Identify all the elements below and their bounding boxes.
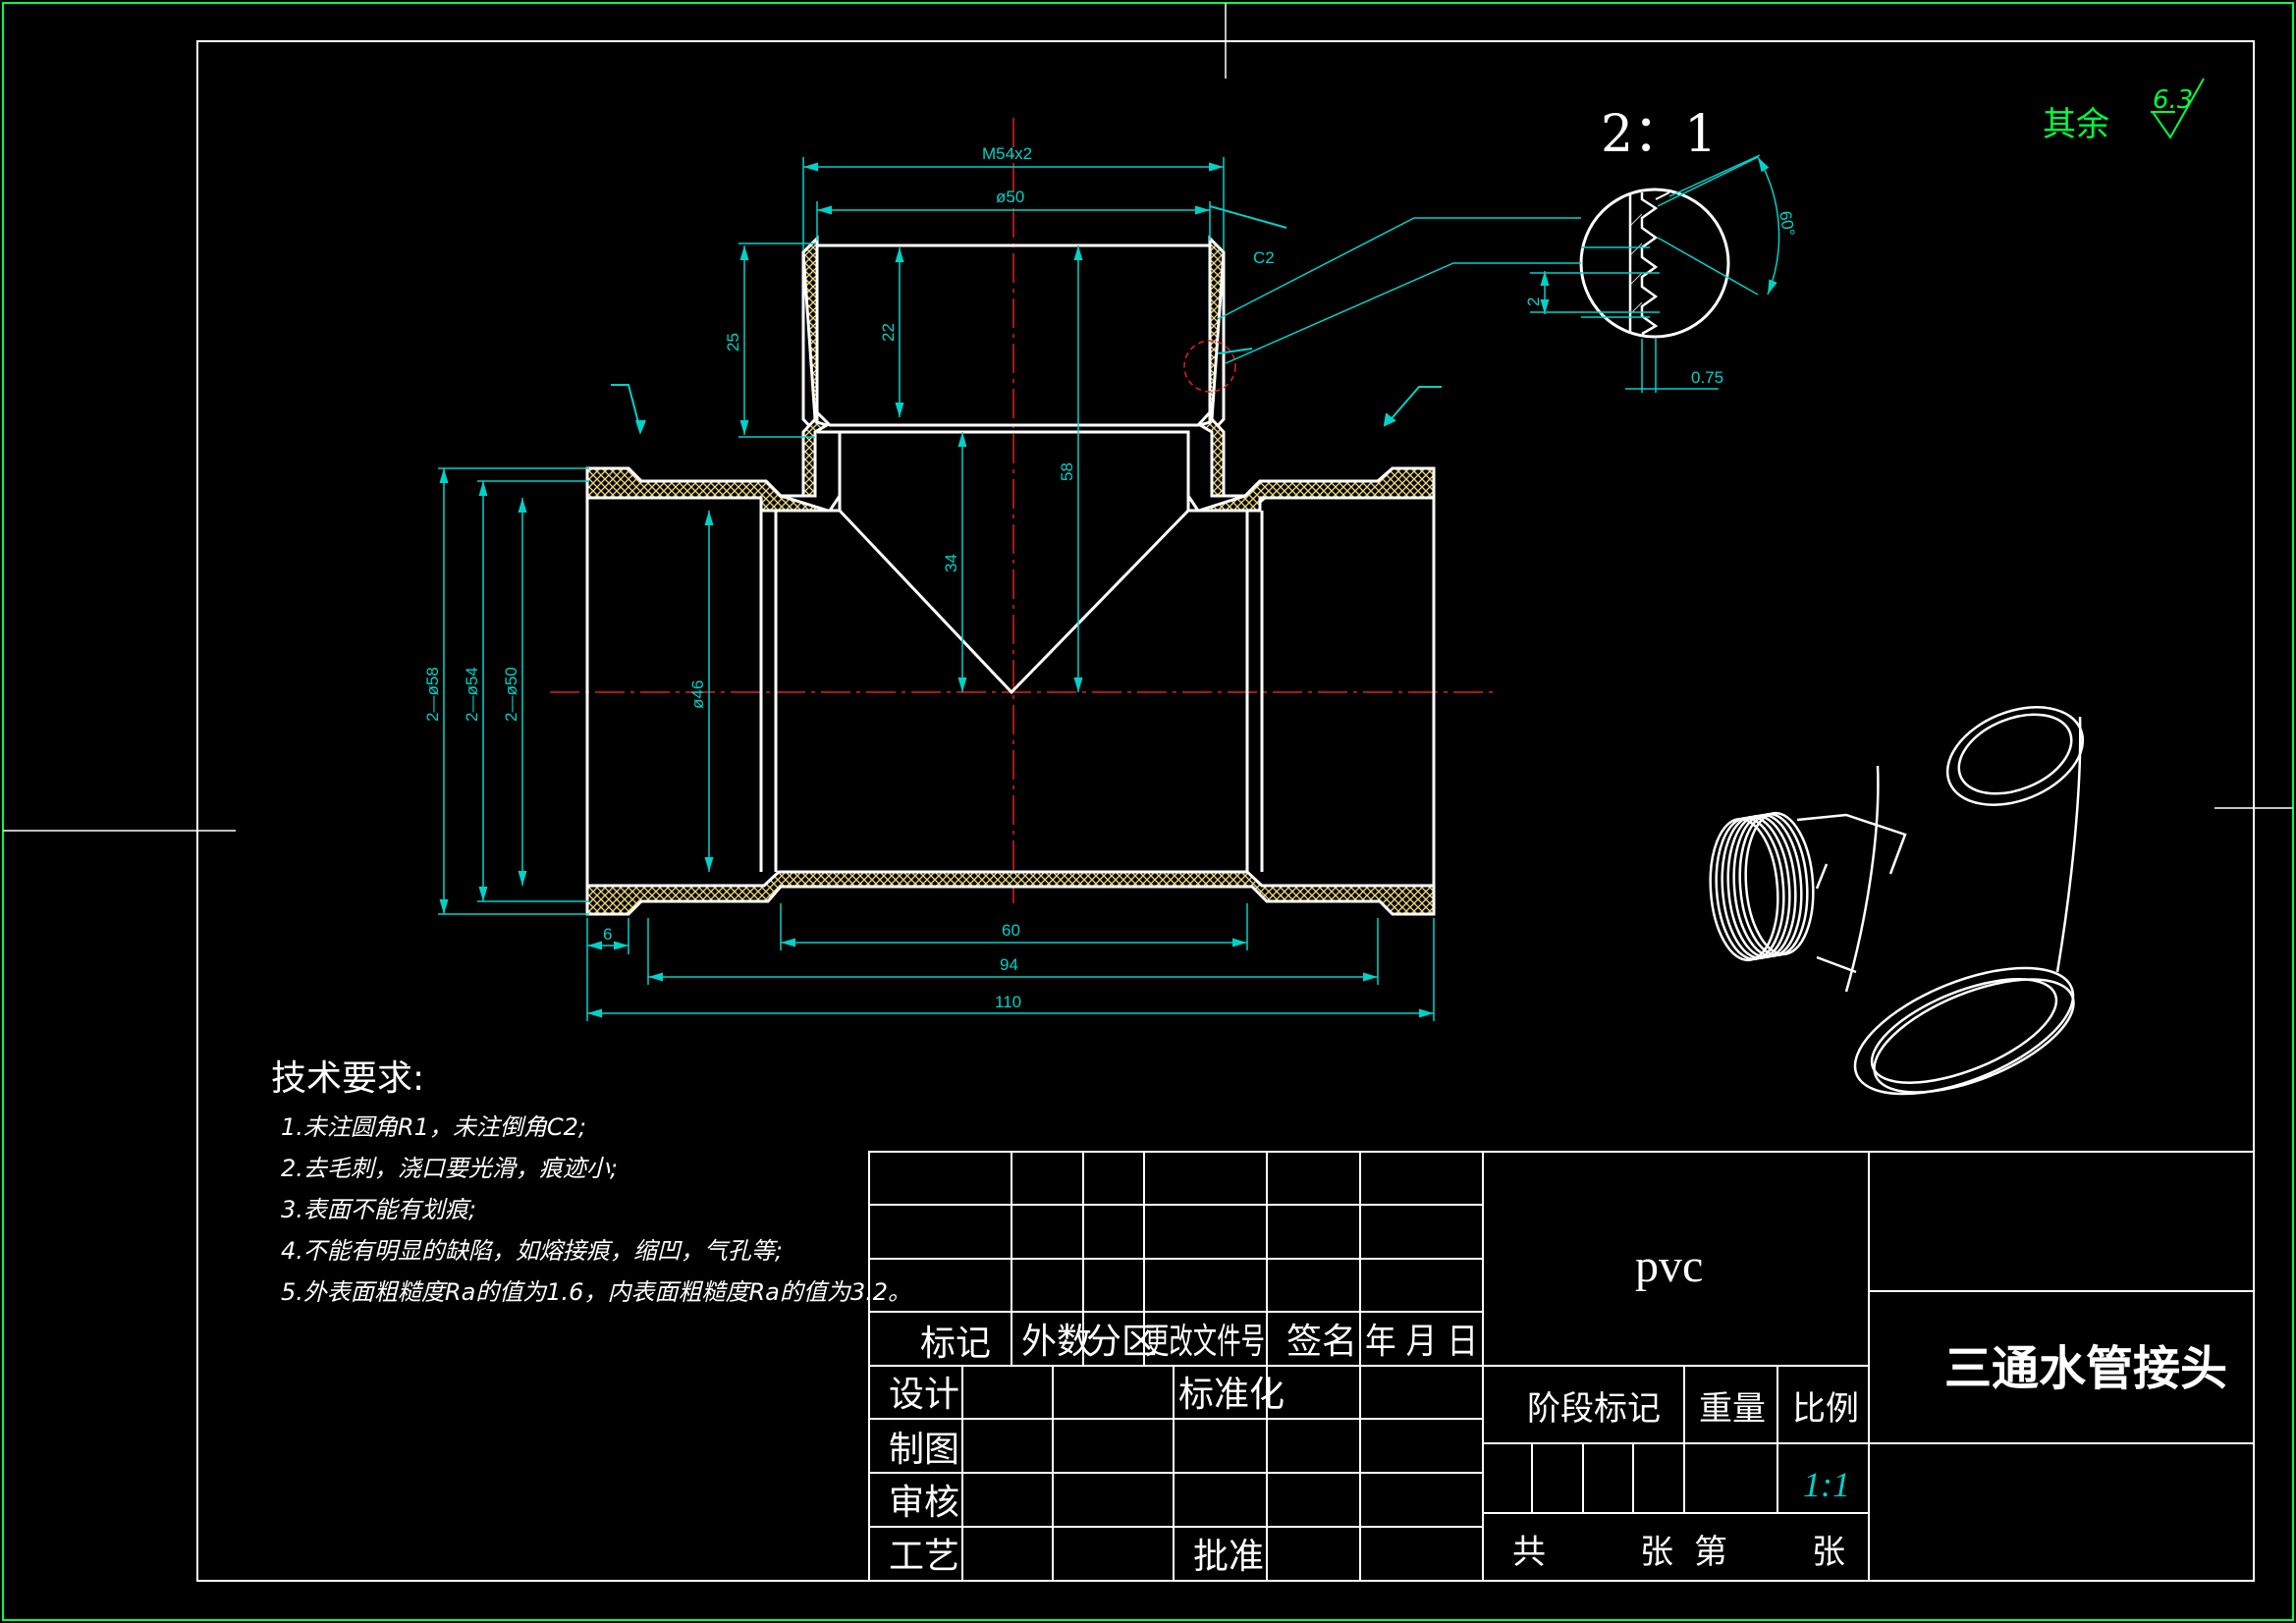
dim-inner-depth: 22 [879, 323, 898, 342]
detail-scale-label: 2：1 [1601, 105, 1717, 164]
dim-len-60: 60 [1002, 921, 1020, 940]
tb-design: 设计 [889, 1375, 959, 1415]
tb-header-count: 外数 [1021, 1322, 1092, 1362]
tb-total: 共 [1512, 1533, 1546, 1572]
dim-socket-depth: 25 [724, 333, 742, 352]
tb-sheets-a: 张 [1640, 1533, 1673, 1572]
dim-od-58: 2—ø58 [423, 667, 442, 722]
dim-end-width: 6 [603, 925, 612, 944]
tb-sheets-b: 张 [1812, 1533, 1845, 1572]
tb-page: 第 [1694, 1533, 1727, 1572]
tb-drafting: 制图 [889, 1430, 959, 1470]
left-top-flange [585, 466, 829, 513]
dim-od-54: 2—ø54 [463, 667, 481, 722]
right-top-flange [1198, 466, 1436, 513]
dim-od-50: 2—ø50 [502, 667, 520, 722]
tb-approve: 批准 [1193, 1537, 1264, 1577]
section-arrows [611, 205, 1442, 435]
tech-item-1: 1.未注圆角R1，未注倒角C2; [281, 1113, 586, 1141]
center-lines [550, 118, 1493, 903]
dimension-lines [438, 157, 1435, 1021]
tb-header-docno: 更改文件号 [1145, 1322, 1265, 1362]
title-block: 标记 外数 分区 更改文件号 签名 年 月 日 设计 标准化 制图 审核 工艺 … [868, 1151, 2255, 1582]
dim-len-94: 94 [1000, 955, 1018, 974]
tb-part-name: 三通水管接头 [1944, 1341, 2227, 1396]
tech-requirements: 技术要求: 1.未注圆角R1，未注倒角C2; 2.去毛刺，浇口要光滑，痕迹小; … [271, 1058, 911, 1306]
isometric-thread [1709, 811, 1815, 962]
tb-weight: 重量 [1699, 1389, 1766, 1429]
tb-header-sign: 签名 [1286, 1322, 1357, 1362]
tech-item-3: 3.表面不能有划痕; [281, 1196, 476, 1223]
tb-header-mark: 标记 [920, 1324, 991, 1364]
left-top-wall [585, 235, 1436, 513]
dim-thread: M54x2 [982, 144, 1032, 163]
tb-stage-mark: 阶段标记 [1527, 1389, 1661, 1429]
dim-len-110: 110 [995, 993, 1021, 1011]
branch-left-wall [801, 235, 831, 498]
dim-thread-angle: 60° [1776, 209, 1798, 238]
pipe-walls [585, 235, 1436, 916]
tech-title: 技术要求: [271, 1058, 424, 1099]
tech-item-2: 2.去毛刺，浇口要光滑，痕迹小; [281, 1155, 618, 1182]
dim-top-bore: ø50 [996, 188, 1024, 206]
dim-branch-height: 58 [1058, 462, 1076, 481]
tb-scale-label: 比例 [1792, 1389, 1859, 1429]
detail-leaders [1217, 217, 1581, 364]
dim-cone-height: 34 [942, 554, 960, 572]
roughness-label: 其余 [2043, 105, 2109, 144]
tech-item-4: 4.不能有明显的缺陷，如熔接痕，缩凹，气孔等; [281, 1237, 783, 1265]
detail-marker-circle [1183, 340, 1236, 393]
dim-bore-46: ø46 [688, 680, 707, 709]
roughness-symbol: 其余 6.3 [2043, 78, 2205, 144]
tb-scale-value: 1:1 [1803, 1465, 1850, 1504]
dim-thread-depth: 2 [1524, 298, 1543, 306]
detail-view: 2：1 2 0.75 60° [1524, 105, 1798, 393]
isometric-view [1709, 706, 2085, 1096]
part-outline [585, 243, 1436, 886]
roughness-value: 6.3 [2153, 85, 2193, 115]
bottom-wall [585, 870, 1436, 916]
dim-thread-gap: 0.75 [1691, 368, 1723, 387]
tech-item-5: 5.外表面粗糙度Ra的值为1.6，内表面粗糙度Ra的值为3.2。 [281, 1278, 911, 1306]
tb-header-date: 年 月 日 [1365, 1322, 1478, 1362]
tb-process: 工艺 [889, 1537, 959, 1577]
dim-chamfer: C2 [1253, 248, 1275, 267]
branch-right-wall [1196, 235, 1226, 498]
tb-material: pvc [1635, 1240, 1703, 1292]
tb-review: 审核 [889, 1483, 959, 1523]
tb-header-zone: 分区 [1086, 1322, 1157, 1362]
tb-standardize: 标准化 [1178, 1375, 1285, 1415]
